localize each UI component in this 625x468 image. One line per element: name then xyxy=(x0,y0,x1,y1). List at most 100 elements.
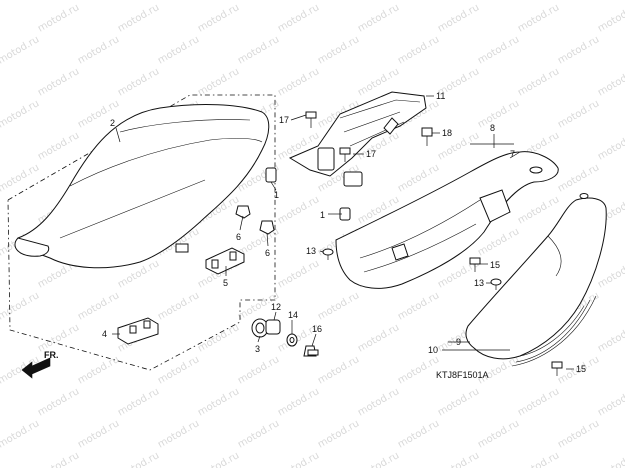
watermark-text: motod.ru xyxy=(76,0,121,3)
watermark-text: motod.ru xyxy=(156,354,201,386)
front-arrow-icon xyxy=(21,357,51,379)
watermark-text: motod.ru xyxy=(0,258,1,290)
watermark-text: motod.ru xyxy=(436,2,481,34)
callout-13-upper: 13 xyxy=(306,246,316,256)
watermark-text: motod.ru xyxy=(36,2,81,34)
watermark-text: motod.ru xyxy=(316,290,361,322)
bolt-17-middle xyxy=(339,147,351,162)
screw-13-upper xyxy=(322,248,334,260)
watermark-text: motod.ru xyxy=(0,130,1,162)
watermark-text: motod.ru xyxy=(236,0,281,3)
watermark-text: motod.ru xyxy=(196,66,241,98)
watermark-text: motod.ru xyxy=(476,0,521,3)
watermark-text: motod.ru xyxy=(0,2,1,34)
callout-16: 16 xyxy=(312,324,322,334)
seat-bracket xyxy=(205,247,245,275)
screw-13-lower xyxy=(490,278,502,290)
callout-13-lower: 13 xyxy=(474,278,484,288)
callout-3: 3 xyxy=(255,344,260,354)
watermark-text: motod.ru xyxy=(516,386,561,418)
bolt-17-upper xyxy=(305,111,317,128)
callout-7: 7 xyxy=(510,149,515,159)
watermark-text: motod.ru xyxy=(396,162,441,194)
watermark-text: motod.ru xyxy=(0,162,41,194)
watermark-text: motod.ru xyxy=(156,34,201,66)
watermark-text: motod.ru xyxy=(516,66,561,98)
callout-17-middle: 17 xyxy=(366,149,376,159)
watermark-text: motod.ru xyxy=(396,34,441,66)
watermark-text: motod.ru xyxy=(36,66,81,98)
watermark-text: motod.ru xyxy=(596,130,625,162)
watermark-text: motod.ru xyxy=(0,386,1,418)
callout-6-right: 6 xyxy=(265,248,270,258)
watermark-text: motod.ru xyxy=(316,354,361,386)
watermark-text: motod.ru xyxy=(596,386,625,418)
callout-numbers: 2 1 1 6 6 5 4 3 12 14 16 17 17 11 18 8 7… xyxy=(102,91,586,374)
watermark-text: motod.ru xyxy=(316,0,361,3)
watermark-text: motod.ru xyxy=(236,418,281,450)
watermark-text: motod.ru xyxy=(0,34,41,66)
watermark-text: motod.ru xyxy=(76,354,121,386)
watermark-text: motod.ru xyxy=(596,66,625,98)
callout-14: 14 xyxy=(288,310,298,320)
callout-1-upper: 1 xyxy=(274,190,279,200)
watermark-text: motod.ru xyxy=(356,322,401,354)
watermark-text: motod.ru xyxy=(556,0,601,3)
watermark-text: motod.ru xyxy=(276,386,321,418)
collar-upper xyxy=(265,167,277,183)
callout-15-upper: 15 xyxy=(490,260,500,270)
watermark-text: motod.ru xyxy=(116,386,161,418)
callout-17-upper: 17 xyxy=(279,115,289,125)
watermark-text: motod.ru xyxy=(276,450,321,468)
watermark-text: motod.ru xyxy=(596,322,625,354)
callout-1-lower: 1 xyxy=(320,210,325,220)
watermark-text: motod.ru xyxy=(276,66,321,98)
watermark-text: motod.ru xyxy=(156,0,201,3)
watermark-text: motod.ru xyxy=(0,322,1,354)
watermark-text: motod.ru xyxy=(516,450,561,468)
callout-11: 11 xyxy=(436,91,445,101)
watermark-text: motod.ru xyxy=(596,258,625,290)
watermark-text: motod.ru xyxy=(196,450,241,468)
watermark-text: motod.ru xyxy=(36,130,81,162)
callout-5: 5 xyxy=(223,278,228,288)
watermark-text: motod.ru xyxy=(0,194,1,226)
watermark-text: motod.ru xyxy=(76,34,121,66)
callout-2: 2 xyxy=(110,118,115,128)
callout-18: 18 xyxy=(442,128,452,138)
watermark-text: motod.ru xyxy=(556,98,601,130)
watermark-text: motod.ru xyxy=(476,418,521,450)
watermark-text: motod.ru xyxy=(436,386,481,418)
watermark-text: motod.ru xyxy=(236,34,281,66)
callout-10: 10 xyxy=(428,345,438,355)
callout-8: 8 xyxy=(490,123,495,133)
watermark-text: motod.ru xyxy=(276,258,321,290)
watermark-text: motod.ru xyxy=(276,2,321,34)
seat-damper-left xyxy=(235,205,251,219)
direction-label: FR. xyxy=(44,350,59,360)
watermark-text: motod.ru xyxy=(476,98,521,130)
bolt-16 xyxy=(303,345,319,357)
watermark-text: motod.ru xyxy=(436,450,481,468)
watermark-text: motod.ru xyxy=(116,66,161,98)
watermark-text: motod.ru xyxy=(76,290,121,322)
rear-side-cover xyxy=(465,193,607,367)
callout-4: 4 xyxy=(102,329,107,339)
watermark-text: motod.ru xyxy=(556,34,601,66)
watermark-text: motod.ru xyxy=(556,162,601,194)
rear-cowl-inner xyxy=(335,151,559,289)
watermark-text: motod.ru xyxy=(0,418,41,450)
bolt-18 xyxy=(421,127,433,146)
watermark-text: motod.ru xyxy=(36,322,81,354)
callout-15-lower: 15 xyxy=(576,364,586,374)
watermark-text: motod.ru xyxy=(276,194,321,226)
watermark-text: motod.ru xyxy=(156,290,201,322)
watermark-text: motod.ru xyxy=(196,322,241,354)
watermark-text: motod.ru xyxy=(0,98,41,130)
callout-6-left: 6 xyxy=(236,232,241,242)
callout-9: 9 xyxy=(456,337,461,347)
watermark-text: motod.ru xyxy=(396,0,441,3)
seat-catch xyxy=(117,317,159,345)
watermark-text: motod.ru xyxy=(236,354,281,386)
